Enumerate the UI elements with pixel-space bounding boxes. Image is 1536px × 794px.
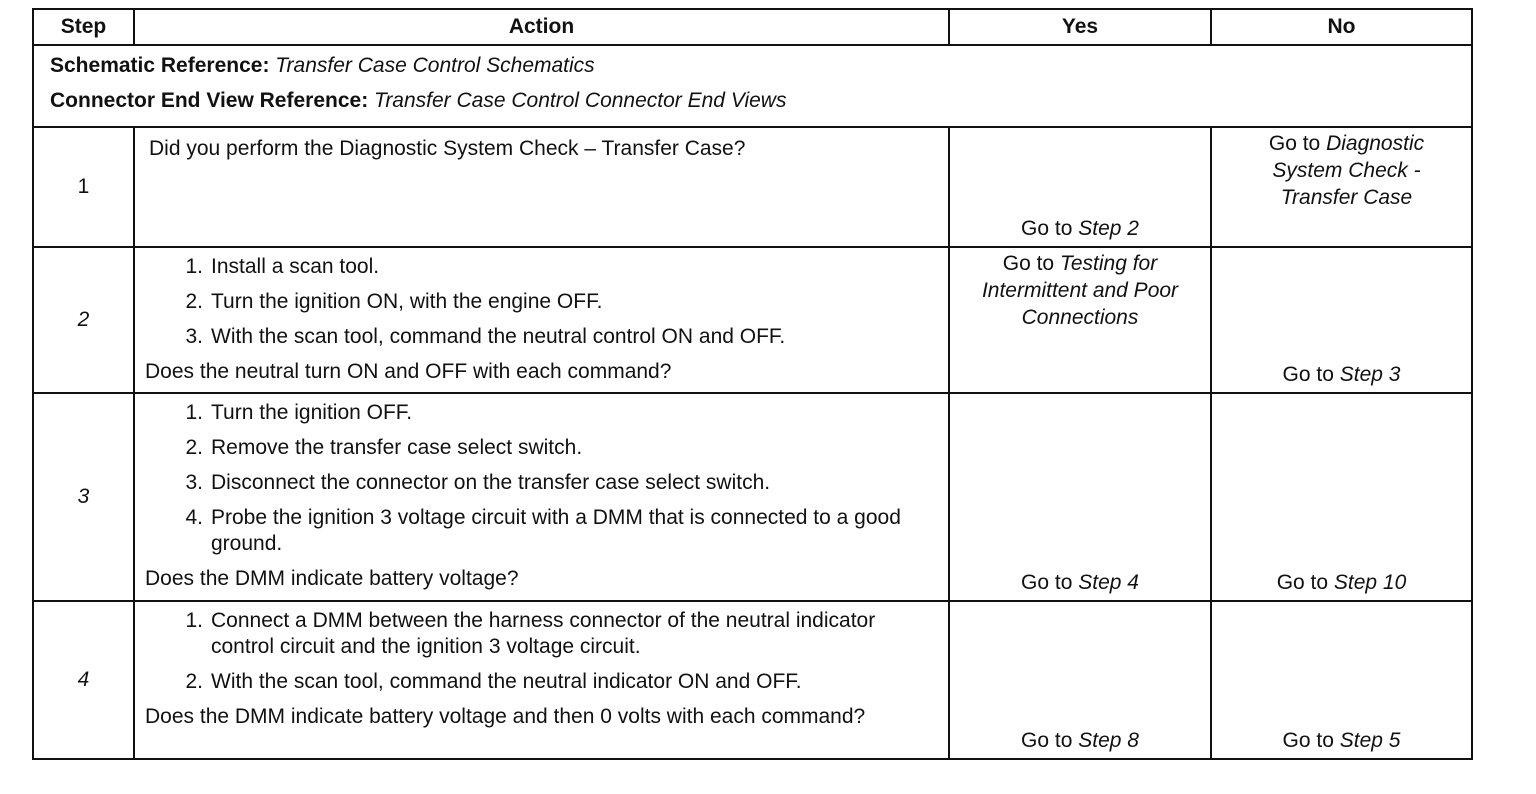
list-item: 2.Remove the transfer case select switch… (185, 436, 583, 459)
step-question: Does the DMM indicate battery voltage? (145, 567, 519, 590)
step-question: Did you perform the Diagnostic System Ch… (149, 137, 746, 160)
table-row: 3 1.Turn the ignition OFF. 2.Remove the … (32, 392, 1473, 602)
step-number: 4 (32, 600, 135, 760)
table-row: 4 1.Connect a DMM between the harness co… (32, 600, 1473, 760)
schematic-reference-label: Schematic Reference: (50, 54, 270, 77)
header-no: No (1210, 8, 1473, 46)
connector-reference: Connector End View Reference: Transfer C… (50, 87, 1457, 122)
no-result[interactable]: Go to Step 10 (1276, 571, 1407, 594)
no-cell: Go to Step 10 (1210, 392, 1473, 602)
no-result[interactable]: Go to Step 5 (1282, 729, 1401, 752)
no-result[interactable]: Go to Step 3 (1282, 363, 1401, 386)
yes-result[interactable]: Go to Step 8 (1021, 729, 1139, 752)
step-question: Does the DMM indicate battery voltage an… (145, 705, 866, 728)
step-number: 1 (32, 126, 135, 248)
yes-result[interactable]: Go to Testing for Intermittent and Poor … (981, 252, 1179, 329)
action-cell: 1.Turn the ignition OFF. 2.Remove the tr… (133, 392, 950, 602)
reference-row: Schematic Reference: Transfer Case Contr… (32, 44, 1473, 128)
no-result[interactable]: Go to Diagnostic System Check - Transfer… (1268, 132, 1425, 209)
connector-reference-label: Connector End View Reference: (50, 89, 369, 112)
action-cell: 1.Connect a DMM between the harness conn… (133, 600, 950, 760)
header-action: Action (133, 8, 950, 46)
list-item: 4.Probe the ignition 3 voltage circuit w… (185, 506, 901, 555)
no-cell: Go to Step 3 (1210, 246, 1473, 394)
connector-reference-link[interactable]: Transfer Case Control Connector End View… (374, 89, 787, 112)
step-question: Does the neutral turn ON and OFF with ea… (145, 360, 672, 383)
action-cell: 1.Install a scan tool. 2.Turn the igniti… (133, 246, 950, 394)
reference-cell: Schematic Reference: Transfer Case Contr… (32, 44, 1473, 128)
list-item: 3.With the scan tool, command the neutra… (185, 325, 786, 348)
list-item: 2.Turn the ignition ON, with the engine … (185, 290, 603, 313)
list-item: 2.With the scan tool, command the neutra… (185, 670, 802, 693)
table-row: 2 1.Install a scan tool. 2.Turn the igni… (32, 246, 1473, 394)
header-row: Step Action Yes No (32, 8, 1473, 46)
yes-cell: Go to Step 4 (948, 392, 1212, 602)
header-yes: Yes (948, 8, 1212, 46)
diagnostic-table: Step Action Yes No Schematic Reference: … (32, 8, 1473, 760)
no-cell: Go to Diagnostic System Check - Transfer… (1210, 126, 1473, 248)
list-item: 1.Turn the ignition OFF. (185, 401, 413, 424)
yes-cell: Go to Step 8 (948, 600, 1212, 760)
yes-cell: Go to Step 2 (948, 126, 1212, 248)
step-number: 3 (32, 392, 135, 602)
schematic-reference-link[interactable]: Transfer Case Control Schematics (275, 54, 595, 77)
action-list: 1.Connect a DMM between the harness conn… (145, 608, 936, 695)
header-step: Step (32, 8, 135, 46)
step-number: 2 (32, 246, 135, 394)
list-item: 3.Disconnect the connector on the transf… (185, 471, 771, 494)
table-row: 1 Did you perform the Diagnostic System … (32, 126, 1473, 248)
yes-cell: Go to Testing for Intermittent and Poor … (948, 246, 1212, 394)
yes-result[interactable]: Go to Step 4 (1021, 571, 1139, 594)
action-list: 1.Install a scan tool. 2.Turn the igniti… (145, 254, 936, 350)
yes-result[interactable]: Go to Step 2 (1021, 217, 1139, 240)
schematic-reference: Schematic Reference: Transfer Case Contr… (50, 52, 1457, 87)
no-cell: Go to Step 5 (1210, 600, 1473, 760)
list-item: 1.Connect a DMM between the harness conn… (185, 609, 876, 658)
action-list: 1.Turn the ignition OFF. 2.Remove the tr… (145, 400, 936, 557)
list-item: 1.Install a scan tool. (185, 255, 380, 278)
action-cell: Did you perform the Diagnostic System Ch… (133, 126, 950, 248)
